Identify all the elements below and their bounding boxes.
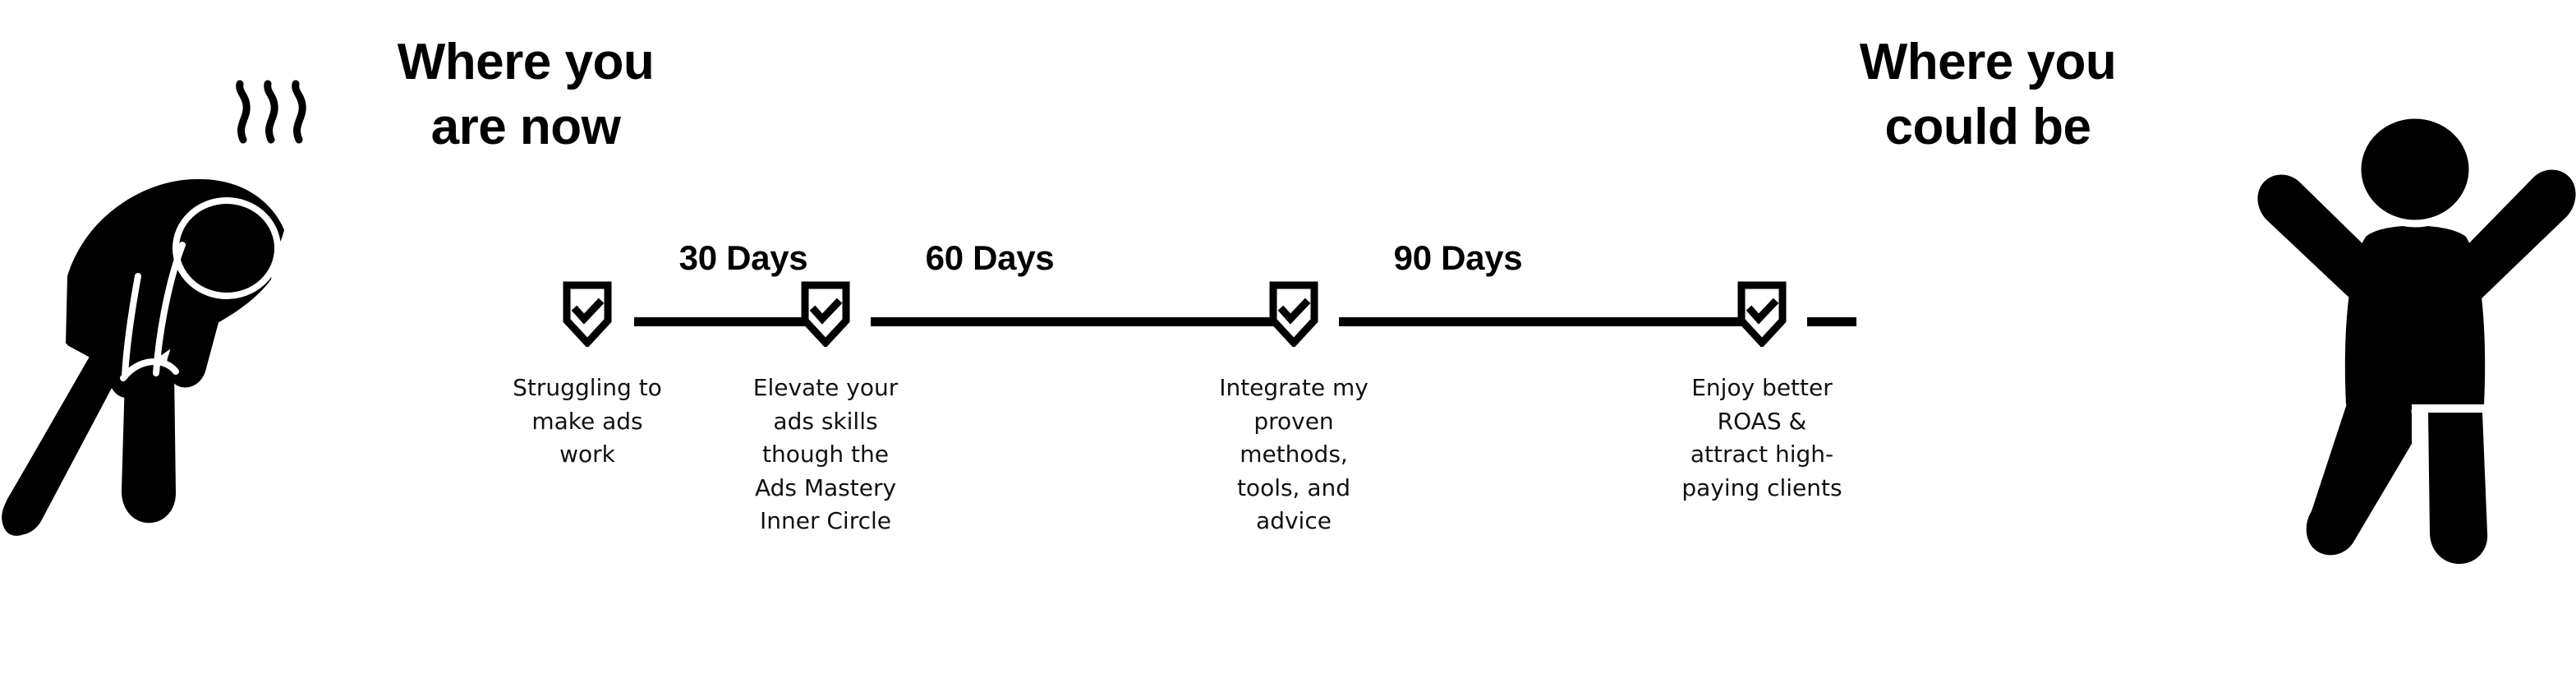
shield-check-icon bbox=[801, 281, 850, 347]
milestone-1[interactable]: Struggling to make ads work bbox=[481, 281, 694, 472]
milestone-4[interactable]: Enjoy better ROAS & attract high-paying … bbox=[1655, 281, 1869, 505]
figure-negative-space bbox=[2353, 111, 2477, 448]
celebrating-person-arms-up-icon bbox=[2257, 118, 2576, 564]
milestone-caption: Elevate your ads skills though the Ads M… bbox=[752, 374, 899, 535]
milestone-caption: Struggling to make ads work bbox=[513, 374, 662, 469]
timeline-connector-3 bbox=[1339, 317, 1751, 326]
milestone-3[interactable]: Integrate my proven methods, tools, and … bbox=[1187, 281, 1401, 538]
heading-where-you-are-now: Where you are now bbox=[361, 30, 690, 160]
milestone-caption: Enjoy better ROAS & attract high-paying … bbox=[1681, 374, 1842, 501]
heading-left-line-2: are now bbox=[430, 99, 621, 156]
duration-label-30-days: 30 Days bbox=[620, 238, 867, 278]
duration-label-60-days: 60 Days bbox=[867, 238, 1113, 278]
heading-where-you-could-be: Where you could be bbox=[1824, 30, 2152, 160]
heading-left-line-1: Where you bbox=[397, 34, 655, 90]
celebrating-person-illustration bbox=[2251, 90, 2576, 584]
duration-text: 30 Days bbox=[678, 238, 808, 277]
duration-text: 90 Days bbox=[1393, 238, 1523, 277]
timeline-connector-1 bbox=[634, 317, 816, 326]
shield-check-icon bbox=[563, 281, 612, 347]
milestone-caption: Integrate my proven methods, tools, and … bbox=[1219, 374, 1368, 535]
duration-text: 60 Days bbox=[925, 238, 1055, 277]
tired-person-illustration bbox=[0, 33, 345, 559]
figure-negative-space bbox=[120, 197, 281, 381]
milestone-2[interactable]: Elevate your ads skills though the Ads M… bbox=[719, 281, 932, 538]
timeline-connector-4 bbox=[1807, 317, 1856, 326]
heading-right-line-1: Where you bbox=[1859, 34, 2117, 90]
shield-check-icon bbox=[1737, 281, 1787, 347]
timeline-connector-2 bbox=[871, 317, 1281, 326]
heading-right-line-2: could be bbox=[1884, 99, 2091, 156]
milestone-timeline: 30 Days 60 Days 90 Days Struggling to ma… bbox=[493, 230, 2054, 625]
duration-label-90-days: 90 Days bbox=[1335, 238, 1581, 278]
shield-check-icon bbox=[1269, 281, 1318, 347]
steam-squiggles-icon bbox=[236, 80, 306, 144]
hunched-body-shape bbox=[2, 178, 284, 536]
